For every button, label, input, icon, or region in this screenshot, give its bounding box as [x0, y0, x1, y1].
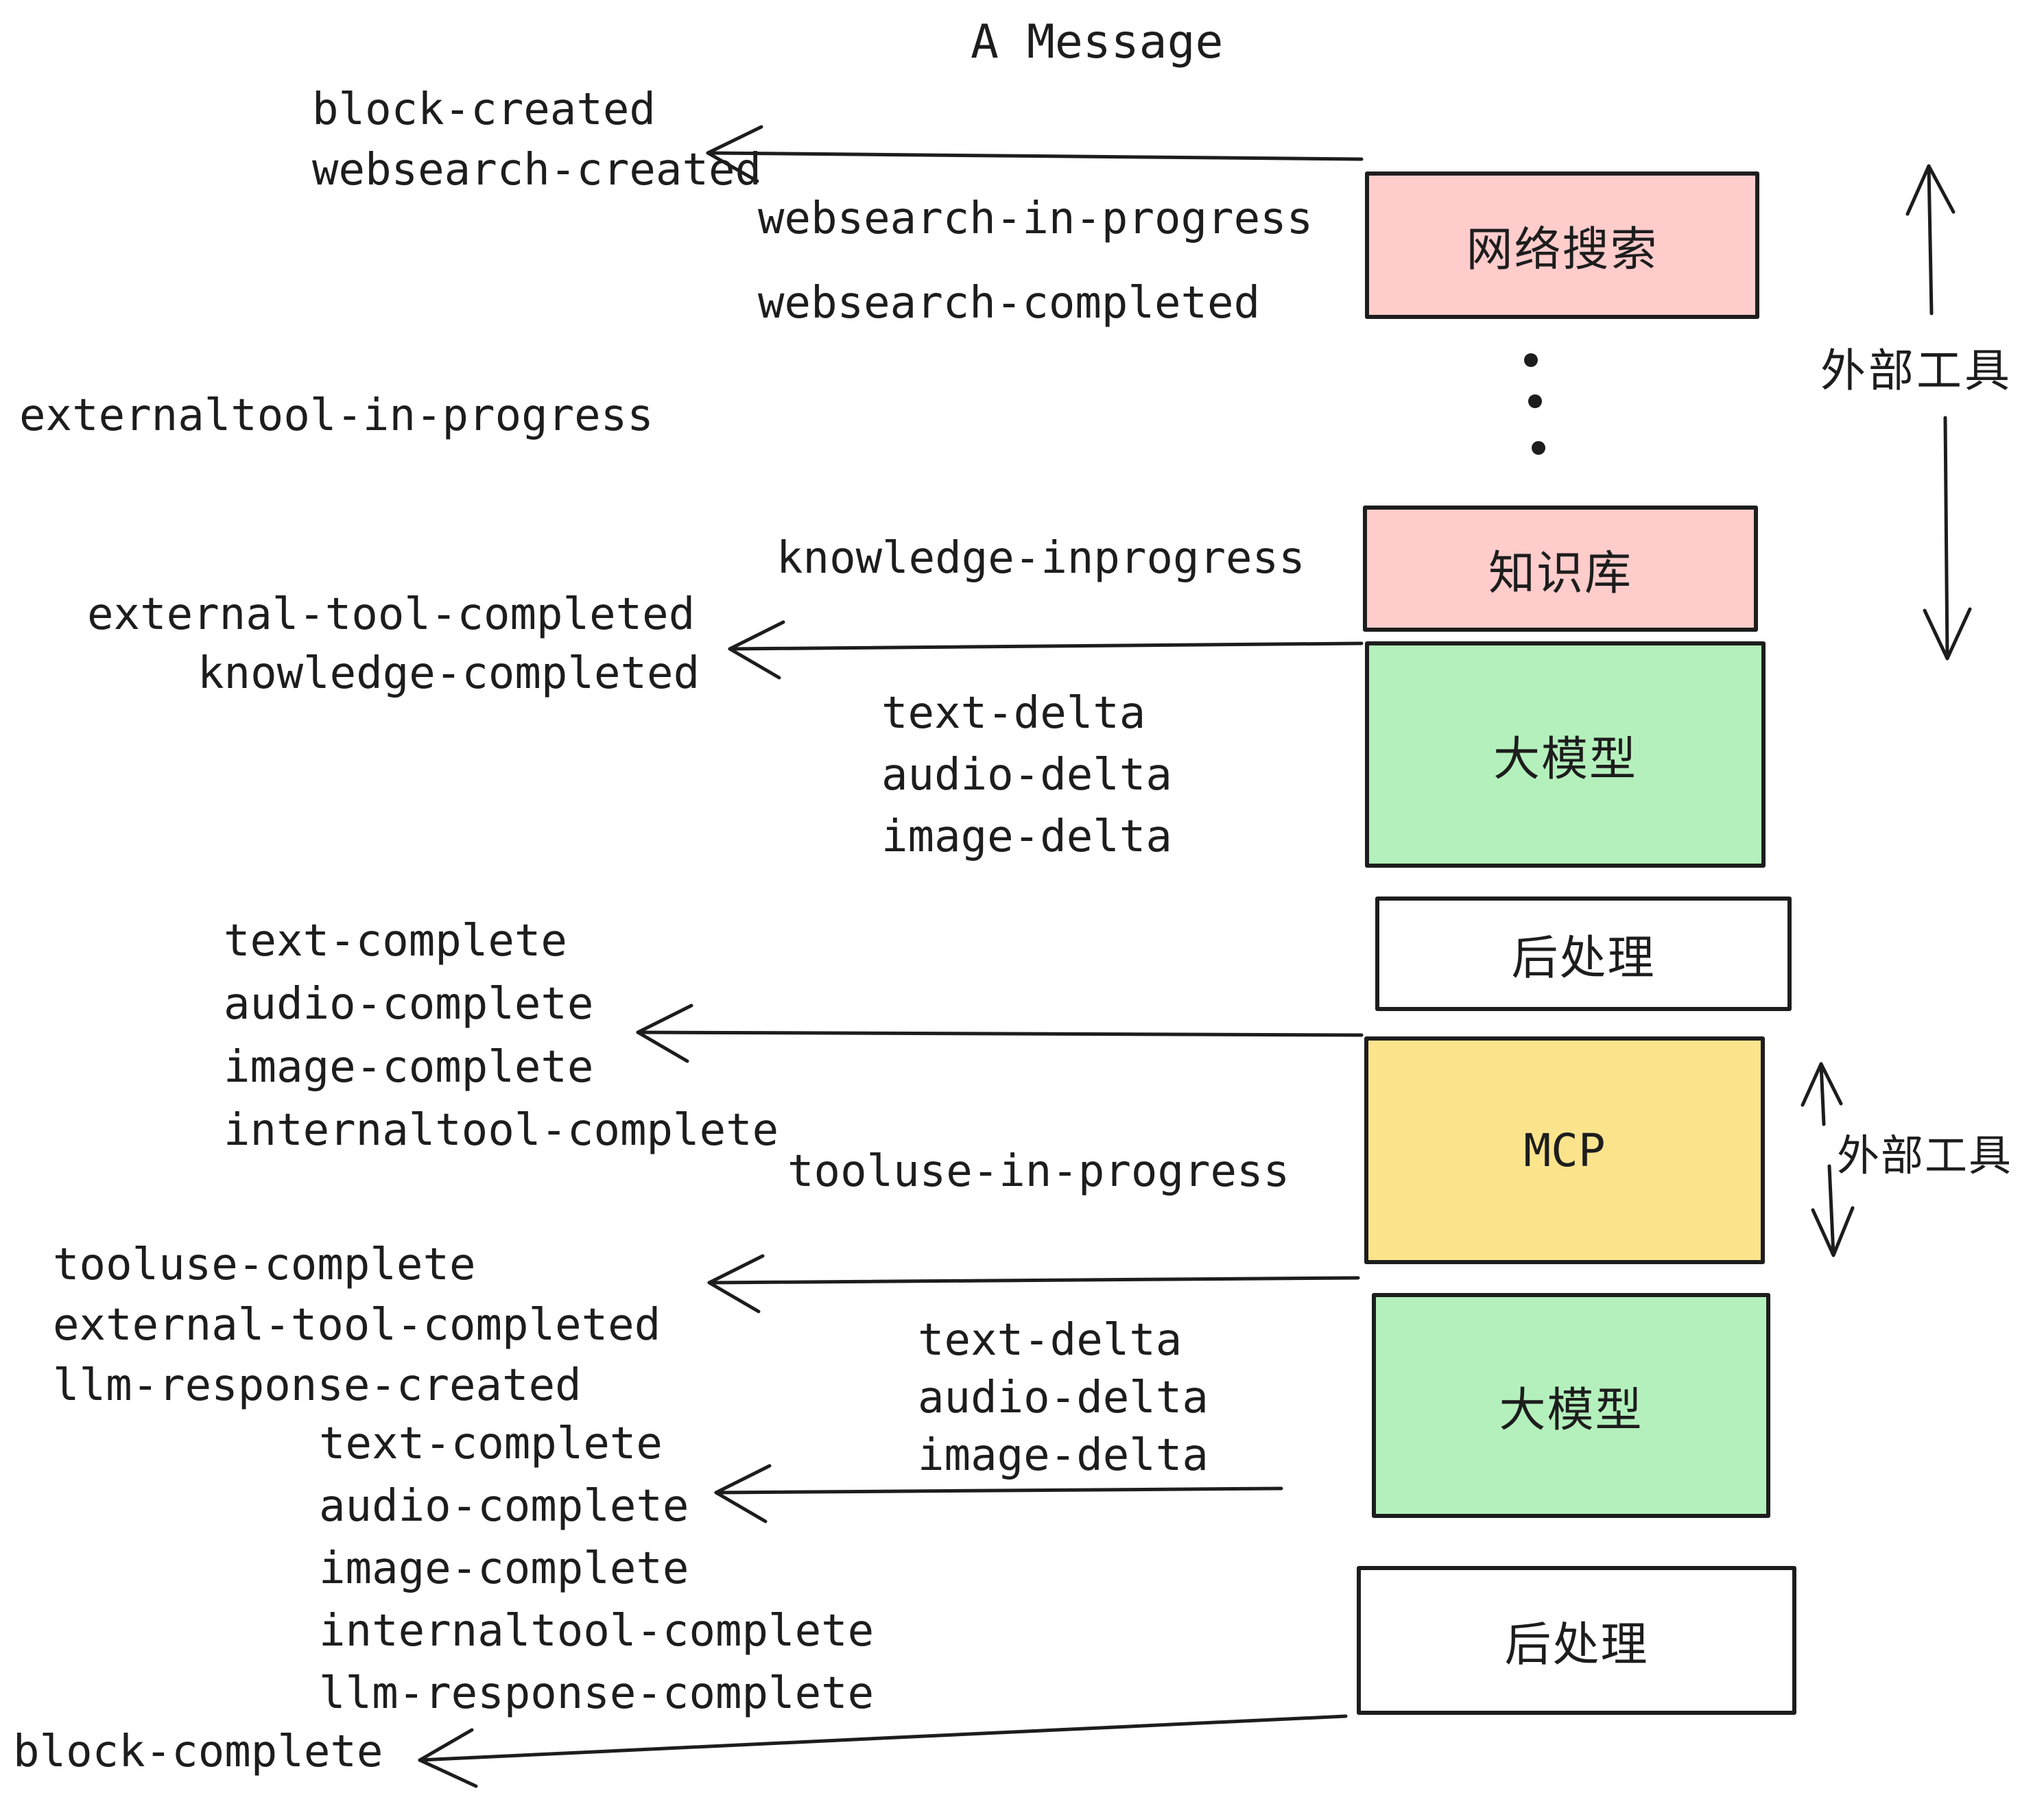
external-tools-up-arrow-1	[1905, 164, 1956, 316]
external-tools-down-arrow-1	[1923, 416, 1972, 661]
event-tooluse-complete: tooluse-complete	[53, 1239, 476, 1290]
event-knowledge-inprogress: knowledge-inprogress	[776, 533, 1305, 584]
box-postprocess-2: 后处理	[1357, 1566, 1796, 1715]
ellipsis-dots	[1524, 353, 1545, 455]
event-image-complete-1: image-complete	[224, 1042, 594, 1093]
event-internaltool-complete-2: internaltool-complete	[319, 1606, 875, 1657]
box-llm-2: 大模型	[1372, 1293, 1770, 1518]
arrow-to-image-complete	[636, 1004, 1364, 1063]
event-audio-delta-1: audio-delta	[881, 750, 1172, 800]
event-image-complete-2: image-complete	[319, 1543, 689, 1594]
external-tools-down-arrow-2	[1811, 1164, 1855, 1257]
event-text-delta-1: text-delta	[881, 688, 1146, 739]
event-websearch-created: websearch-created	[312, 145, 762, 195]
arrow-to-knowledge-completed	[728, 620, 1364, 680]
event-text-complete-2: text-complete	[319, 1419, 663, 1469]
event-externaltool-in-progress: externaltool-in-progress	[19, 390, 654, 441]
event-internaltool-complete-1: internaltool-complete	[224, 1105, 779, 1156]
box-knowledge: 知识库	[1363, 506, 1758, 632]
event-websearch-completed: websearch-completed	[758, 278, 1261, 329]
event-external-tool-completed-2: external-tool-completed	[53, 1300, 661, 1351]
event-external-tool-completed: external-tool-completed	[87, 589, 696, 640]
event-llm-response-complete: llm-response-complete	[319, 1668, 875, 1719]
box-llm-1: 大模型	[1365, 641, 1766, 868]
event-audio-delta-2: audio-delta	[918, 1373, 1209, 1423]
box-websearch: 网络搜索	[1365, 171, 1759, 319]
box-postprocess-1-label: 后处理	[1511, 932, 1656, 984]
arrow-to-block-complete	[418, 1714, 1348, 1788]
arrow-to-tooluse-complete	[707, 1254, 1360, 1314]
box-knowledge-label: 知识库	[1488, 547, 1632, 600]
event-text-complete-1: text-complete	[224, 916, 567, 966]
box-llm-1-label: 大模型	[1493, 733, 1637, 785]
box-mcp: MCP	[1364, 1036, 1765, 1264]
external-tools-label-2: 外部工具	[1837, 1132, 2013, 1180]
event-audio-complete-2: audio-complete	[319, 1481, 689, 1532]
tooluse-result-group: tooluse-complete external-tool-completed…	[53, 1235, 661, 1416]
event-text-delta-2: text-delta	[918, 1315, 1183, 1366]
box-websearch-label: 网络搜索	[1466, 224, 1659, 276]
box-postprocess-1: 后处理	[1375, 897, 1792, 1011]
event-llm-response-created: llm-response-created	[53, 1360, 582, 1411]
box-llm-2-label: 大模型	[1499, 1384, 1643, 1436]
arrow-to-audio-complete	[714, 1464, 1283, 1523]
delta-group-2: text-delta audio-delta image-delta	[918, 1312, 1209, 1484]
complete-group-2: text-complete audio-complete image-compl…	[319, 1413, 874, 1725]
box-postprocess-2-label: 后处理	[1504, 1619, 1649, 1671]
event-audio-complete-1: audio-complete	[224, 979, 594, 1030]
event-knowledge-completed: knowledge-completed	[198, 648, 700, 699]
event-image-delta-2: image-delta	[918, 1430, 1209, 1481]
event-image-delta-1: image-delta	[881, 811, 1172, 862]
event-tooluse-in-progress: tooluse-in-progress	[787, 1146, 1290, 1197]
event-block-created: block-created	[312, 84, 656, 135]
complete-group-1: text-complete audio-complete image-compl…	[224, 910, 779, 1162]
delta-group-1: text-delta audio-delta image-delta	[881, 683, 1172, 868]
box-mcp-label: MCP	[1523, 1124, 1606, 1177]
external-tools-label-1: 外部工具	[1820, 345, 2012, 396]
event-websearch-in-progress: websearch-in-progress	[758, 193, 1314, 244]
arrow-to-websearch-created	[706, 125, 1364, 183]
diagram-title: A Message	[971, 15, 1224, 69]
external-tools-up-arrow-2	[1801, 1062, 1843, 1126]
event-block-complete: block-complete	[13, 1726, 383, 1777]
